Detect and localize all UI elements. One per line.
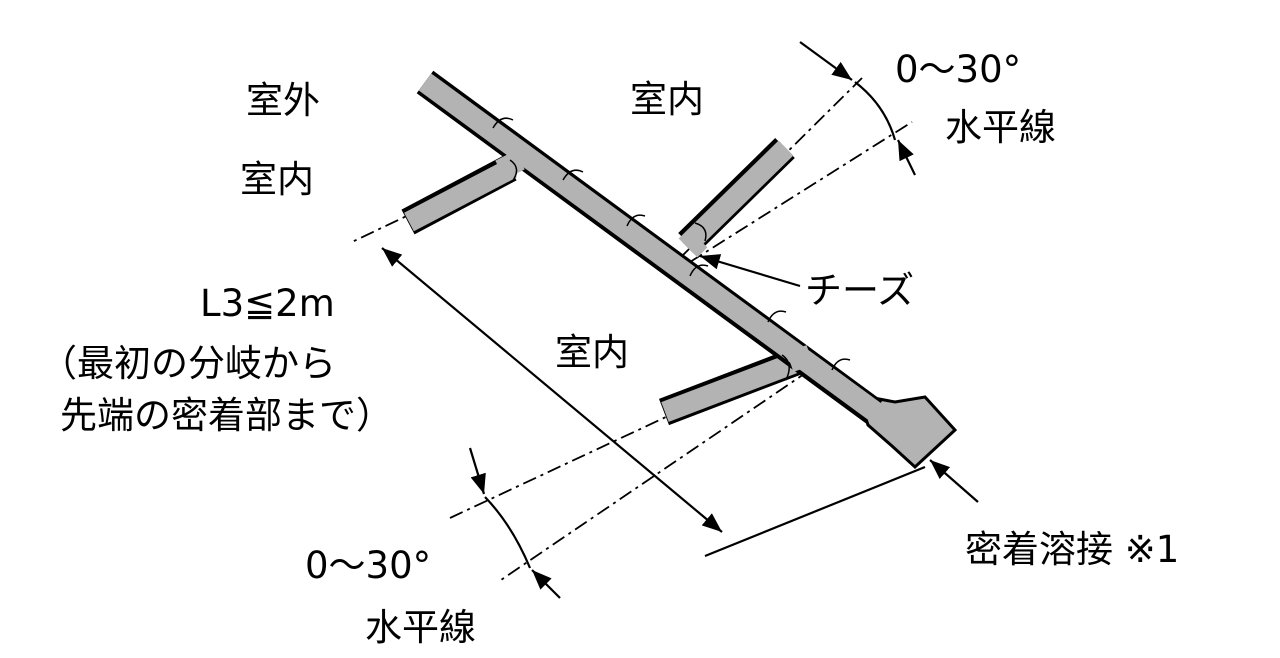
l3-dimension-arrow xyxy=(381,247,723,533)
label-horizontal-top: 水平線 xyxy=(945,106,1056,149)
label-angle-top: 0〜30° xyxy=(895,48,1021,91)
label-length-rule: L3≦2m xyxy=(200,282,335,325)
dimension-lines xyxy=(381,41,979,599)
label-weld: 密着溶接 ※1 xyxy=(965,528,1179,571)
label-tee: チーズ xyxy=(805,269,914,312)
label-length-note-2: 先端の密着部まで） xyxy=(60,394,393,437)
extension-line xyxy=(704,465,926,558)
label-indoor-left: 室内 xyxy=(240,158,314,201)
angle-arc-bottom xyxy=(484,496,532,569)
label-indoor-bottom: 室内 xyxy=(555,331,629,374)
horizontal-line-bottom xyxy=(497,369,811,583)
tee-pointer xyxy=(699,254,801,288)
label-length-note-1: （最初の分岐から xyxy=(40,342,336,385)
label-outdoor: 室外 xyxy=(246,79,320,122)
horizontal-line-top xyxy=(689,121,913,263)
label-horizontal-bottom: 水平線 xyxy=(365,606,476,649)
angle-arc-top xyxy=(854,81,897,141)
flared-end xyxy=(855,393,958,470)
label-angle-bottom: 0〜30° xyxy=(305,544,431,587)
weld-pointer xyxy=(929,459,979,503)
label-indoor-top: 室内 xyxy=(630,78,704,121)
